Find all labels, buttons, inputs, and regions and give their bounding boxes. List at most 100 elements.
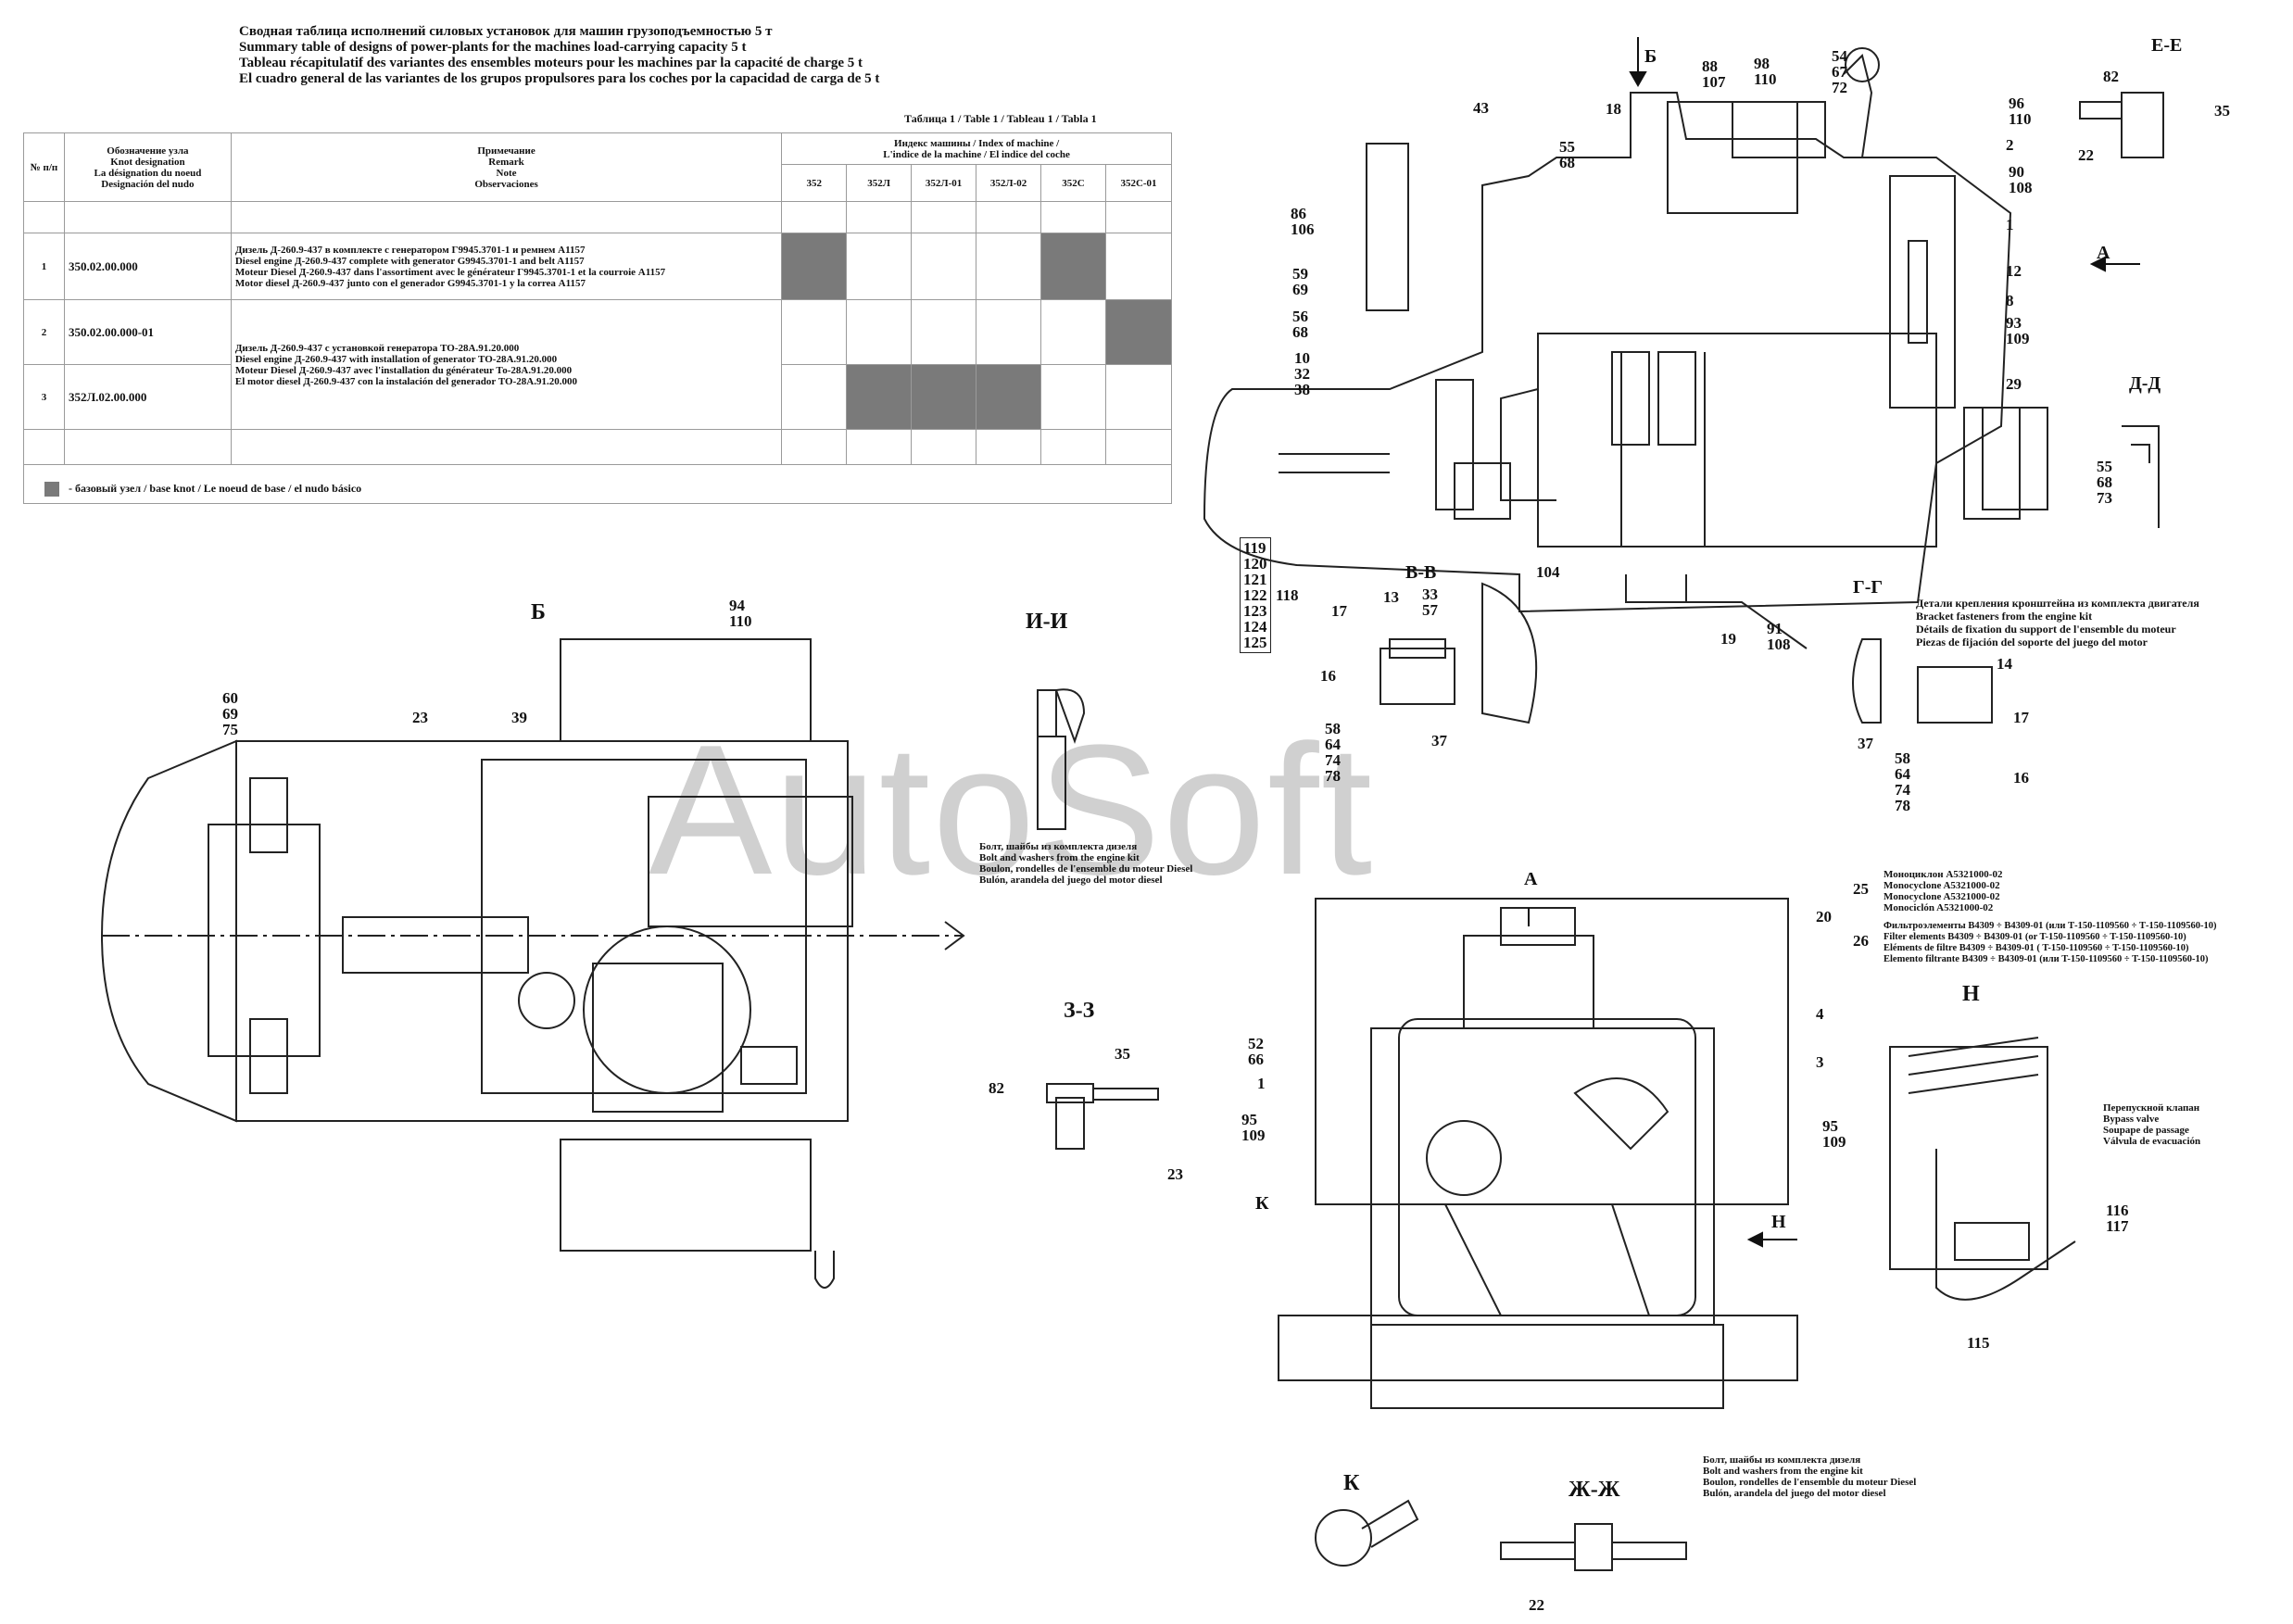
note-line: Перепускной клапан xyxy=(2103,1102,2200,1114)
callout: 91 108 xyxy=(1767,620,1791,653)
callout: 95 109 xyxy=(1241,1111,1266,1144)
machine-352l-02: 352Л-02 xyxy=(976,164,1042,202)
note-line: Boulon, rondelles de l'ensemble du moteu… xyxy=(1703,1477,1917,1488)
arrow-h-label: Н xyxy=(1771,1212,1786,1232)
view-v-v-label: В-В xyxy=(1405,562,1437,583)
row-designation: 352Л.02.00.000 xyxy=(63,364,232,430)
note-line: Bracket fasteners from the engine kit xyxy=(1916,610,2093,623)
note-line: Soupape de passage xyxy=(2103,1125,2189,1136)
callout: 116 117 xyxy=(2106,1202,2129,1235)
callout: 29 xyxy=(2006,375,2022,393)
table-caption: Таблица 1 / Table 1 / Tableau 1 / Tabla … xyxy=(904,112,1097,125)
note-bolt-zh: Болт, шайбы из комплекта дизеля Bolt and… xyxy=(1703,1454,1916,1499)
machine-352l-01: 352Л-01 xyxy=(911,164,977,202)
callout-26: 26 xyxy=(1853,932,1869,950)
callout: 118 xyxy=(1276,586,1299,604)
remark-line: Moteur Diesel Д-260.9-437 avec l'install… xyxy=(234,364,573,376)
callout: 23 xyxy=(412,709,428,726)
legend-swatch xyxy=(44,482,59,497)
note-line: Filter elements B4309 ÷ B4309-01 (or T-1… xyxy=(1884,932,2186,942)
callout: 55 68 73 xyxy=(2097,458,2112,507)
cell-filled xyxy=(846,364,913,430)
cell-empty xyxy=(781,364,848,430)
row-remark: Дизель Д-260.9-437 с установкой генерато… xyxy=(230,299,783,430)
callout: 104 xyxy=(1536,563,1560,581)
note-item26: Фильтроэлементы В4309 ÷ В4309-01 (или Т-… xyxy=(1884,921,2216,965)
note-line: Bulón, arandela del juego del motor dies… xyxy=(979,875,1163,886)
title-en: Summary table of designs of power-plants… xyxy=(239,40,747,55)
arrow-k-label: К xyxy=(1255,1193,1269,1214)
callout: 18 xyxy=(1606,100,1621,118)
machine-352l: 352Л xyxy=(846,164,913,202)
legend: - базовый узел / base knot / Le noeud de… xyxy=(44,482,361,497)
cell-filled xyxy=(911,364,977,430)
callout: 96 110 xyxy=(2009,94,2032,128)
header-designation: Обозначение узла Knot designation La dés… xyxy=(63,132,232,202)
note-item25: Моноциклон А5321000-02 Monocyclone A5321… xyxy=(1884,869,2002,913)
view-h-label: Н xyxy=(1962,982,1980,1006)
callout: 82 xyxy=(989,1079,1004,1097)
row-num: 2 xyxy=(23,299,65,365)
callout: 19 xyxy=(1720,630,1736,648)
table-row: 3 352Л.02.00.000 xyxy=(23,364,1172,430)
remark-line: Diesel engine Д-260.9-437 with installat… xyxy=(234,353,558,365)
note-line: Болт, шайбы из комплекта дизеля xyxy=(1703,1454,1861,1466)
note-line: Monocyclone A5321000-02 xyxy=(1884,880,2000,891)
note-line: Piezas de fijación del soporte del juego… xyxy=(1916,636,2148,648)
note-line: Bulón, arandela del juego del motor dies… xyxy=(1703,1488,1886,1499)
note-line: Bolt and washers from the engine kit xyxy=(979,852,1140,863)
callout: 56 68 xyxy=(1292,308,1308,341)
callout: 16 xyxy=(2013,769,2029,787)
callout: 98 110 xyxy=(1754,55,1777,88)
row-designation: 350.02.00.000-01 xyxy=(63,299,232,365)
callout: 93 109 xyxy=(2006,314,2030,347)
callout: 1 xyxy=(1257,1075,1266,1092)
callout: 22 xyxy=(2078,146,2094,164)
note-line: Détails de fixation du support de l'ense… xyxy=(1916,623,2176,636)
callout: 35 xyxy=(2214,102,2230,120)
note-line: Válvula de evacuación xyxy=(2103,1136,2201,1147)
machine-352: 352 xyxy=(781,164,848,202)
cell-filled xyxy=(1040,233,1106,300)
note-line: Фильтроэлементы В4309 ÷ В4309-01 (или Т-… xyxy=(1884,921,2217,931)
row-num: 3 xyxy=(23,364,65,430)
callout: 3 xyxy=(1816,1053,1824,1071)
callout: 4 xyxy=(1816,1005,1824,1023)
view-a-label: А xyxy=(1524,869,1538,889)
note-line: Детали крепления кронштейна из комплекта… xyxy=(1916,597,2199,610)
note-line: Eléments de filtre B4309 ÷ B4309-01 ( T-… xyxy=(1884,943,2189,953)
cell-empty xyxy=(1105,364,1172,430)
cell-empty xyxy=(846,299,913,365)
cell-empty xyxy=(1105,233,1172,300)
callout: 20 xyxy=(1816,908,1832,925)
note-line: Болт, шайбы из комплекта дизеля xyxy=(979,841,1138,852)
table-row: 2 350.02.00.000-01 Дизель Д-260.9-437 с … xyxy=(23,299,1172,430)
callout: 82 xyxy=(2103,68,2119,85)
remark-line: Diesel engine Д-260.9-437 complete with … xyxy=(234,255,585,267)
view-g-g-label: Г-Г xyxy=(1853,577,1884,598)
callout: 16 xyxy=(1320,667,1336,685)
cell-filled xyxy=(781,233,848,300)
callout: 115 xyxy=(1967,1334,1990,1352)
remark-line: El motor diesel Д-260.9-437 con la insta… xyxy=(234,375,577,387)
note-line: Elemento filtrante B4309 ÷ B4309-01 (или… xyxy=(1884,954,2209,964)
title-fr: Tableau récapitulatif des variantes des … xyxy=(239,56,863,70)
callout: 86 106 xyxy=(1291,205,1315,238)
note-line: Моноциклон А5321000-02 xyxy=(1884,869,2003,880)
callout: 2 xyxy=(2006,136,2014,154)
callout: 55 68 xyxy=(1559,138,1575,171)
view-zh-zh-label: Ж-Ж xyxy=(1569,1478,1620,1502)
note-line: Monociclón A5321000-02 xyxy=(1884,902,1994,913)
view-d-d-label: Д-Д xyxy=(2129,373,2161,394)
cell-empty xyxy=(976,233,1042,300)
header-index: Индекс машины / Index of machine / L'ind… xyxy=(781,132,1172,165)
callout: 37 xyxy=(1431,732,1447,749)
callout: 1 xyxy=(2006,216,2014,233)
row-remark: Дизель Д-260.9-437 в комплекте с генерат… xyxy=(230,233,783,300)
variants-table: № п/п Обозначение узла Knot designation … xyxy=(23,132,1172,504)
callout: 54 67 72 xyxy=(1832,47,1847,96)
title-es: El cuadro general de las variantes de lo… xyxy=(239,71,880,86)
cell-filled xyxy=(976,364,1042,430)
callout: 17 xyxy=(1331,602,1347,620)
remark-line: Moteur Diesel Д-260.9-437 dans l'assorti… xyxy=(234,266,666,278)
